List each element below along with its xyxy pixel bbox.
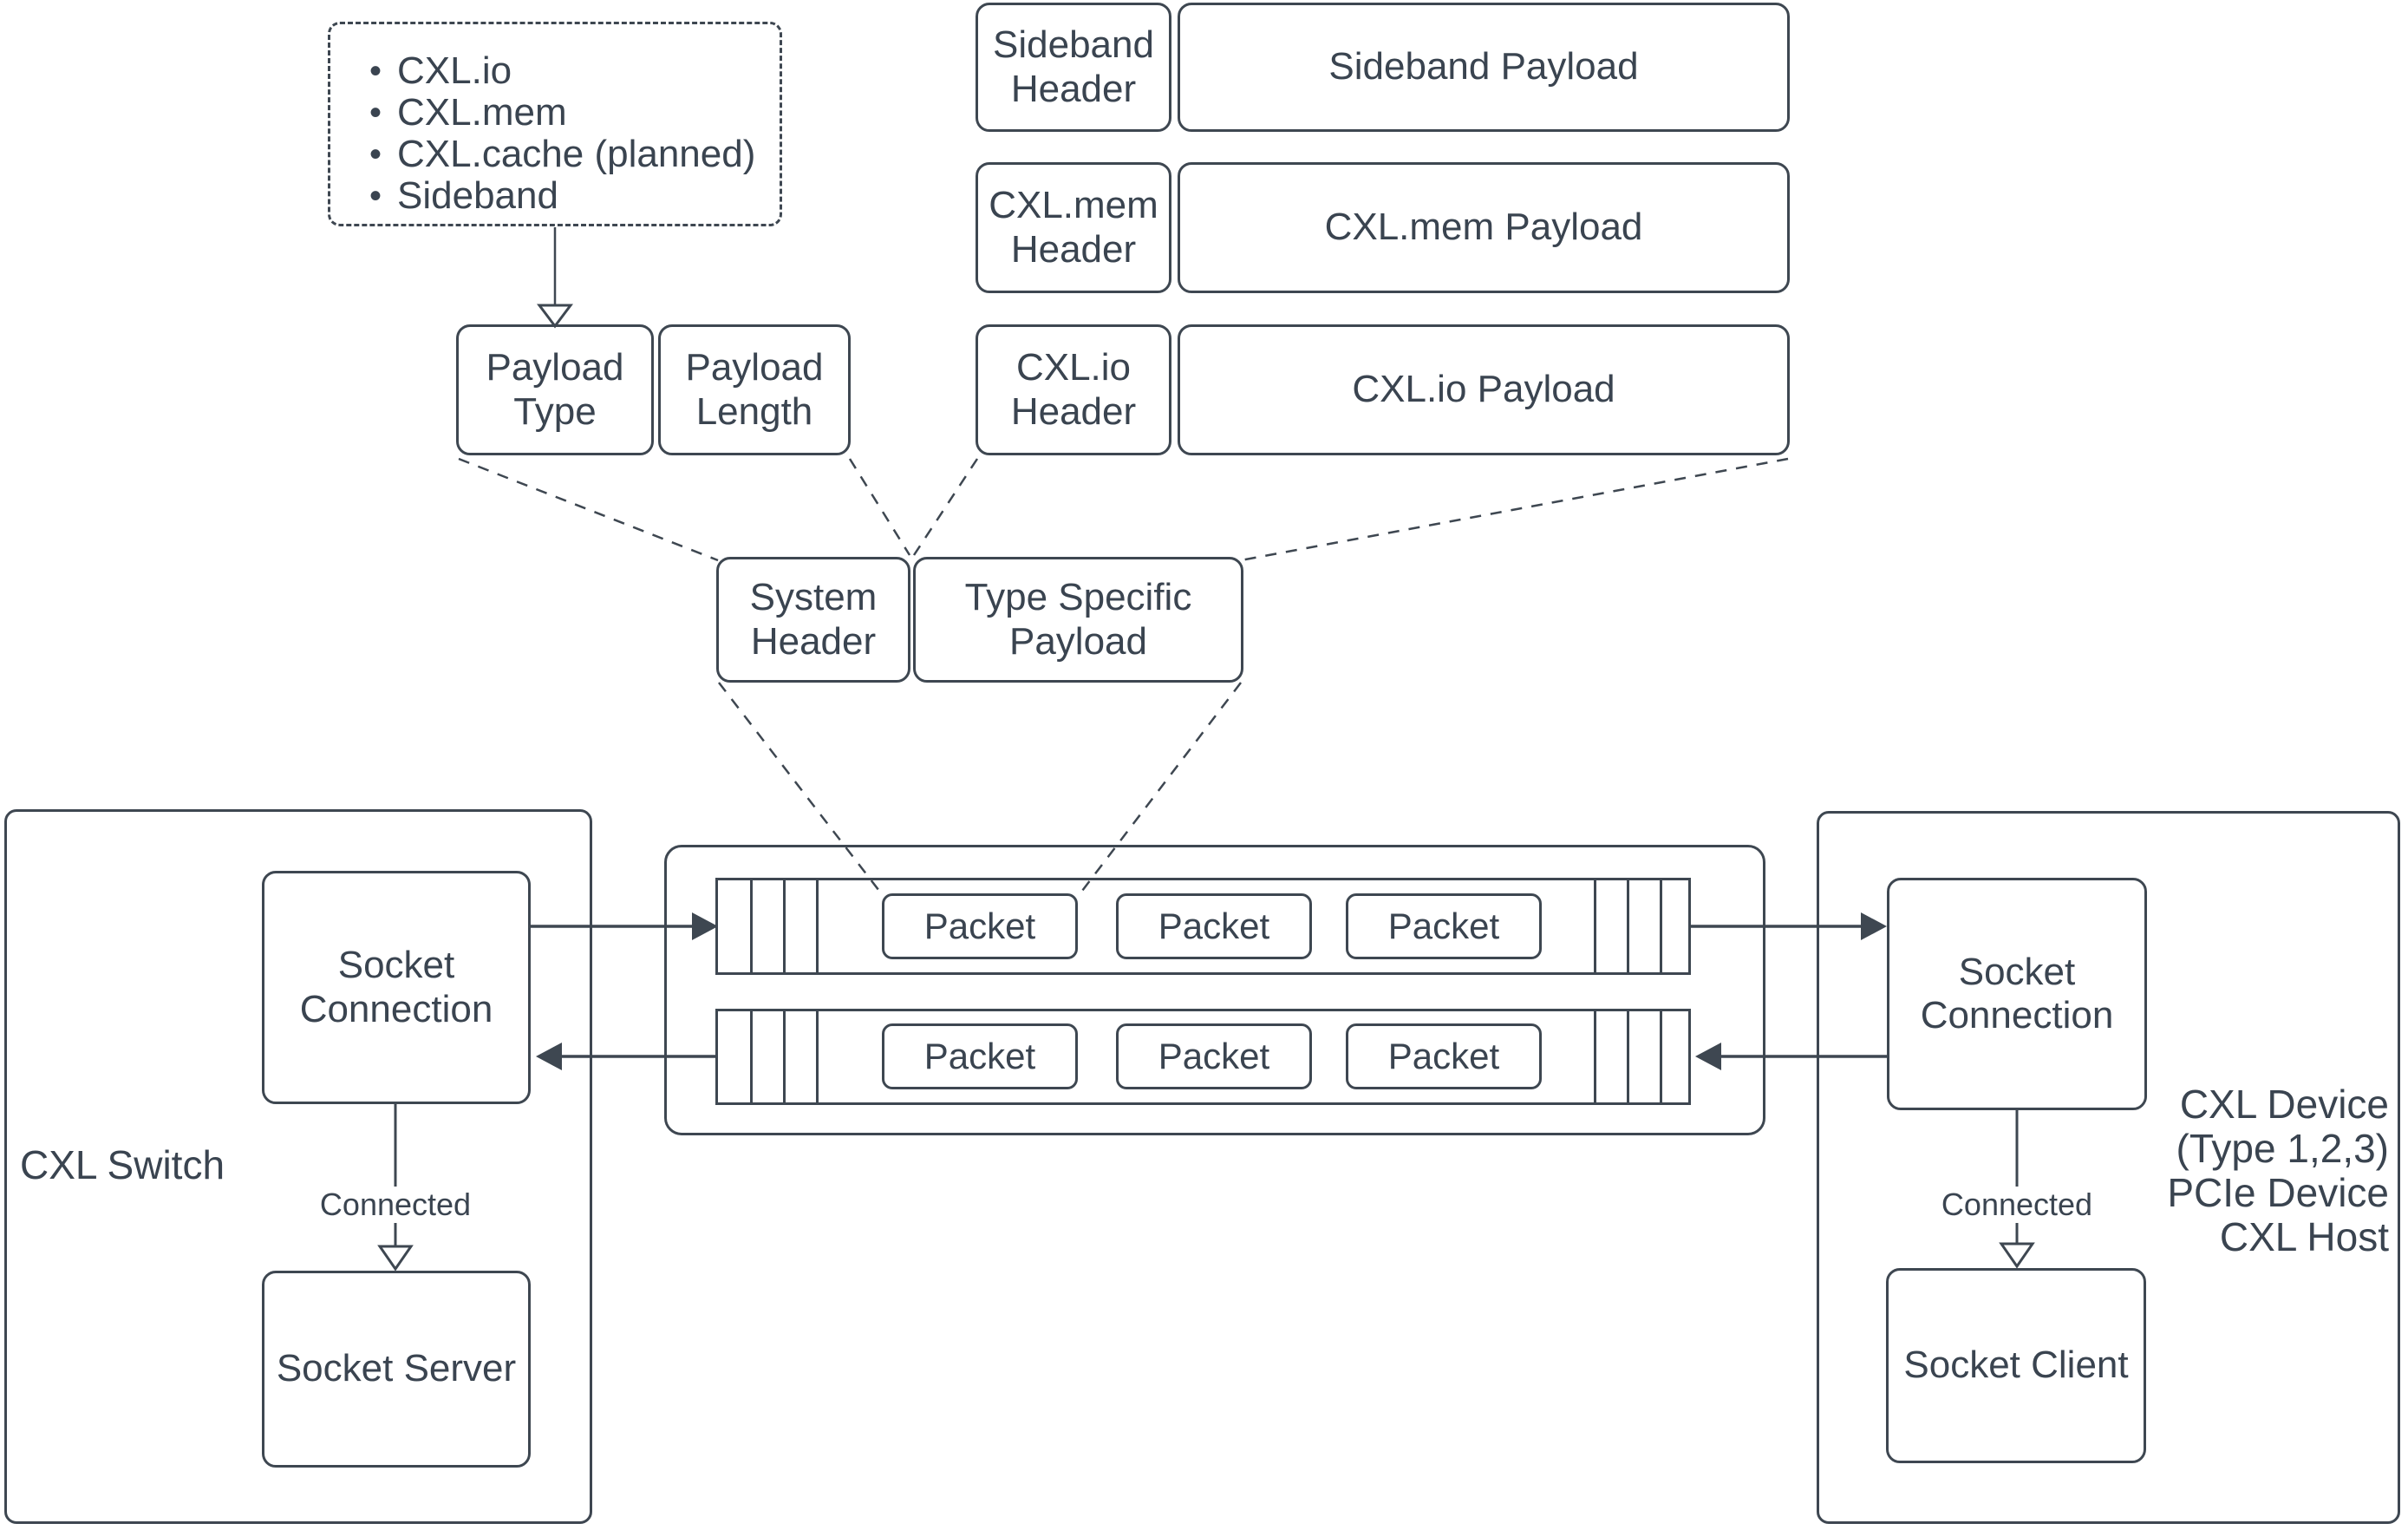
pipe-stripe [816,880,819,972]
protocol-legend-list: • CXL.io • CXL.mem • CXL.cache (planned) • S… [369,50,755,217]
pipe-stripe [1594,1011,1596,1102]
cxl-mem-header-box: CXL.mem Header [976,162,1171,293]
legend-item-label: CXL.mem [397,91,567,134]
annotation-line: CXL Host [2219,1214,2389,1259]
packet-box: Packet [1346,893,1542,959]
bullet-icon: • [369,94,382,132]
packet-box: Packet [1116,893,1312,959]
arrow-return-stream-to-switch [536,1043,715,1070]
packet-label: Packet [1387,1036,1500,1076]
left-socket-server-box: Socket Server [262,1271,531,1468]
arrow-forward-stream-to-device [1691,912,1887,940]
payload-length-label: Payload Length [685,346,824,433]
cxl-io-payload-label: CXL.io Payload [1352,368,1615,411]
right-socket-connection-label: Socket Connection [1920,950,2114,1036]
pipe-stripe [816,1011,819,1102]
left-socket-connection-label: Socket Connection [299,944,493,1030]
packet-box: Packet [882,1023,1078,1089]
cxl-mem-header-label: CXL.mem Header [989,184,1158,271]
payload-type-box: Payload Type [456,324,654,455]
left-connected-label: Connected [291,1187,499,1223]
cxl-mem-payload-label: CXL.mem Payload [1324,206,1643,249]
arrow-legend-to-payload-type [537,227,573,329]
pipe-stripe [1660,880,1662,972]
legend-item-label: Sideband [397,174,558,217]
right-socket-client-label: Socket Client [1903,1344,2129,1387]
packet-label: Packet [1158,906,1270,946]
cxl-io-payload-box: CXL.io Payload [1178,324,1790,455]
protocol-legend-box: • CXL.io • CXL.mem • CXL.cache (planned) • S… [328,22,782,226]
left-socket-server-label: Socket Server [276,1347,517,1390]
legend-item-sideband: • Sideband [369,175,755,217]
pipe-stripe [1594,880,1596,972]
packet-label: Packet [1387,906,1500,946]
pipe-stripe [783,880,786,972]
packet-box: Packet [1116,1023,1312,1089]
arrow-switch-to-forward-stream [531,912,718,940]
legend-item-label: CXL.io [397,49,512,92]
legend-item-label: CXL.cache (planned) [397,133,756,175]
sideband-payload-label: Sideband Payload [1328,45,1639,88]
sideband-header-box: Sideband Header [976,3,1171,132]
type-specific-payload-box: Type Specific Payload [913,557,1243,683]
legend-item-cxl-io: • CXL.io [369,50,755,92]
cxl-switch-label: CXL Switch [20,1142,225,1187]
cxl-io-header-box: CXL.io Header [976,324,1171,455]
type-specific-payload-label: Type Specific Payload [964,576,1192,663]
payload-type-label: Payload Type [486,346,624,433]
legend-item-cxl-mem: • CXL.mem [369,92,755,134]
dashed-link-payload-type-to-system-header [458,457,719,562]
packet-box: Packet [1346,1023,1542,1089]
dashed-link-system-header-to-packet [718,682,883,895]
packet-label: Packet [1158,1036,1270,1076]
dashed-link-cxl-io-header-to-junction [912,458,979,556]
dashed-link-payload-length-to-junction [848,458,911,556]
annotation-line: CXL Device [2179,1082,2389,1127]
pipe-stripe [1660,1011,1662,1102]
legend-item-cxl-cache: • CXL.cache (planned) [369,134,755,175]
bullet-icon: • [369,135,382,173]
packet-label: Packet [923,906,1036,946]
pipe-stripe [750,1011,753,1102]
right-socket-connection-box: Socket Connection [1887,878,2147,1110]
cxl-device-annotation: CXL Device (Type 1,2,3) PCIe Device CXL … [2167,1082,2389,1259]
packet-label: Packet [923,1036,1036,1076]
bullet-icon: • [369,52,382,90]
payload-length-box: Payload Length [658,324,851,455]
cxl-io-header-label: CXL.io Header [1010,346,1137,433]
annotation-line: PCIe Device [2167,1170,2389,1215]
system-header-label: System Header [749,576,878,663]
right-connected-label: Connected [1913,1187,2121,1223]
left-socket-connection-box: Socket Connection [262,871,531,1104]
pipe-stripe [783,1011,786,1102]
cxl-mem-payload-box: CXL.mem Payload [1178,162,1790,293]
dashed-link-cxl-io-payload-to-type-specific [1240,457,1789,562]
bullet-icon: • [369,177,382,215]
pipe-stripe [1627,1011,1629,1102]
system-header-box: System Header [716,557,910,683]
pipe-stripe [750,880,753,972]
sideband-payload-box: Sideband Payload [1178,3,1790,132]
dashed-link-type-specific-to-packet [1079,682,1242,895]
packet-box: Packet [882,893,1078,959]
right-socket-client-box: Socket Client [1886,1268,2146,1463]
pipe-stripe [1627,880,1629,972]
arrow-device-to-return-stream [1695,1043,1887,1070]
sideband-header-label: Sideband Header [993,23,1154,110]
annotation-line: (Type 1,2,3) [2176,1126,2389,1171]
